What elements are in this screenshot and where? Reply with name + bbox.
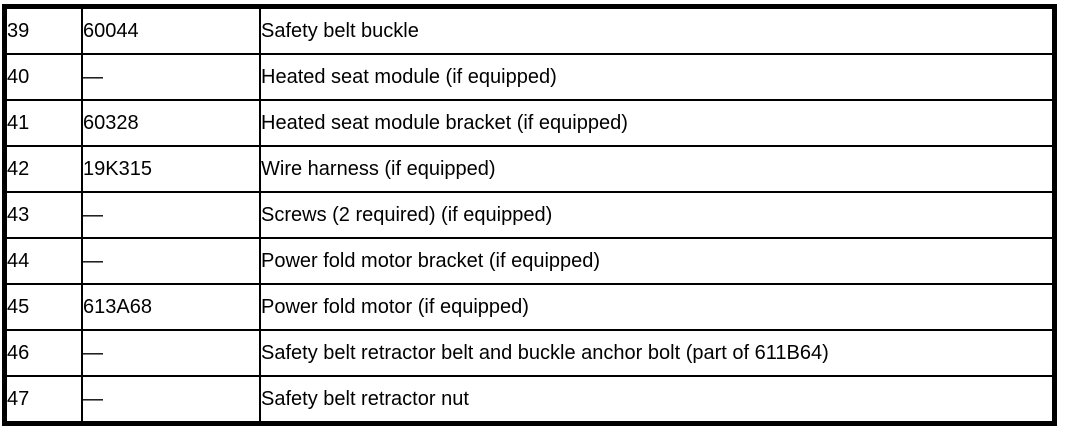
- table-row: 39 60044 Safety belt buckle: [3, 5, 1056, 55]
- item-number-cell: 42: [3, 145, 83, 193]
- part-number-cell: —: [81, 237, 261, 285]
- item-number-cell: 39: [3, 5, 83, 55]
- part-number-cell: —: [81, 329, 261, 377]
- part-number-cell: —: [81, 53, 261, 101]
- table-row: 43 — Screws (2 required) (if equipped): [3, 191, 1056, 239]
- part-number-cell: 613A68: [81, 283, 261, 331]
- table-row: 42 19K315 Wire harness (if equipped): [3, 145, 1056, 193]
- part-number-cell: —: [81, 375, 261, 425]
- table-row: 47 — Safety belt retractor nut: [3, 375, 1056, 425]
- part-number-cell: 60044: [81, 5, 261, 55]
- part-number-cell: 60328: [81, 99, 261, 147]
- parts-table-body: 39 60044 Safety belt buckle 40 — Heated …: [3, 5, 1056, 425]
- table-row: 46 — Safety belt retractor belt and buck…: [3, 329, 1056, 377]
- parts-table: 39 60044 Safety belt buckle 40 — Heated …: [2, 4, 1057, 426]
- description-cell: Screws (2 required) (if equipped): [259, 191, 1056, 239]
- item-number-cell: 46: [3, 329, 83, 377]
- table-row: 40 — Heated seat module (if equipped): [3, 53, 1056, 101]
- table-row: 41 60328 Heated seat module bracket (if …: [3, 99, 1056, 147]
- description-cell: Safety belt retractor belt and buckle an…: [259, 329, 1056, 377]
- description-cell: Wire harness (if equipped): [259, 145, 1056, 193]
- description-cell: Safety belt retractor nut: [259, 375, 1056, 425]
- item-number-cell: 41: [3, 99, 83, 147]
- item-number-cell: 44: [3, 237, 83, 285]
- item-number-cell: 43: [3, 191, 83, 239]
- part-number-cell: —: [81, 191, 261, 239]
- item-number-cell: 45: [3, 283, 83, 331]
- description-cell: Heated seat module (if equipped): [259, 53, 1056, 101]
- item-number-cell: 40: [3, 53, 83, 101]
- description-cell: Power fold motor bracket (if equipped): [259, 237, 1056, 285]
- table-row: 44 — Power fold motor bracket (if equipp…: [3, 237, 1056, 285]
- item-number-cell: 47: [3, 375, 83, 425]
- table-row: 45 613A68 Power fold motor (if equipped): [3, 283, 1056, 331]
- description-cell: Safety belt buckle: [259, 5, 1056, 55]
- part-number-cell: 19K315: [81, 145, 261, 193]
- description-cell: Heated seat module bracket (if equipped): [259, 99, 1056, 147]
- description-cell: Power fold motor (if equipped): [259, 283, 1056, 331]
